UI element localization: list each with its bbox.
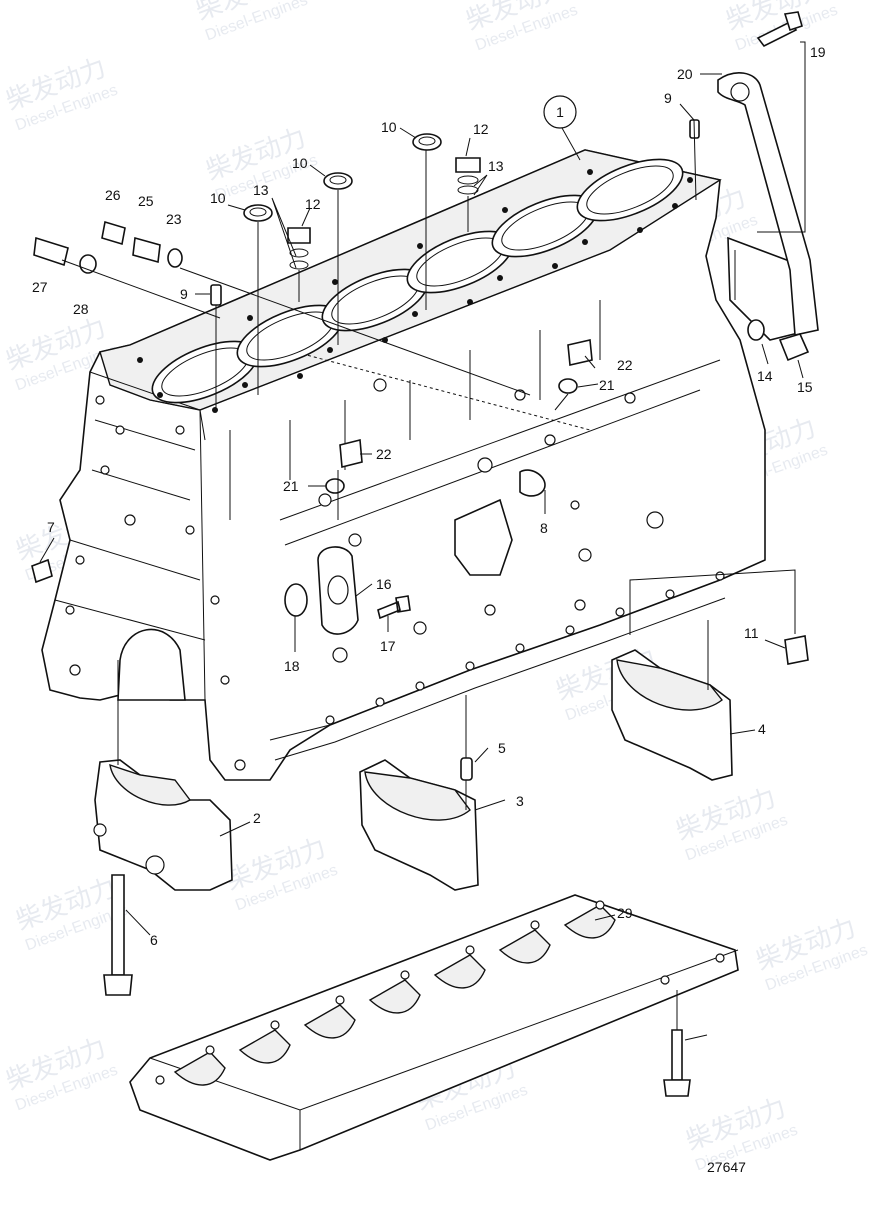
- plug-22-group: [325, 339, 593, 494]
- callout-6: 6: [150, 932, 158, 948]
- bolt-19: [756, 11, 803, 48]
- bearing-cap-4: [611, 649, 733, 781]
- callout-25: 26: [105, 187, 121, 203]
- callout-28: 29: [617, 905, 633, 921]
- callout-27: 28: [73, 301, 89, 317]
- callout-8: 8: [540, 520, 548, 536]
- callout-9-right: 9: [664, 90, 672, 106]
- callout-13-left: 13: [253, 182, 269, 198]
- block-front-face: [54, 371, 206, 701]
- oring-18: [284, 583, 308, 617]
- cover-plate-16-hole: [327, 575, 349, 605]
- bearing-cap-3: [359, 759, 479, 891]
- callout-5: 5: [498, 740, 506, 756]
- callout-14: 14: [757, 368, 773, 384]
- leader-lines: [39, 41, 806, 1041]
- callout-17: 17: [380, 638, 396, 654]
- callout-23: 23: [166, 211, 182, 227]
- callout-18: 18: [284, 658, 300, 674]
- callout-21-right: 21: [599, 377, 615, 393]
- side-cover-window: [454, 498, 513, 576]
- bracket-20-hole: [730, 82, 750, 102]
- pin-9-left: [210, 284, 222, 306]
- seal-10-group: [243, 133, 442, 222]
- oil-gallery-line: [249, 339, 591, 431]
- callout-10-top: 10: [381, 119, 397, 135]
- cylinder-block: [41, 149, 811, 781]
- callout-1: 1: [556, 104, 564, 120]
- callout-22-left: 22: [376, 446, 392, 462]
- callout-9-left: 9: [180, 286, 188, 302]
- callout-11: 11: [744, 625, 759, 641]
- bolt-6: [103, 874, 133, 996]
- plug-7: [31, 558, 53, 584]
- callout-24: 25: [138, 193, 154, 209]
- plug-15: [778, 333, 810, 362]
- callout-10-left: 10: [210, 190, 226, 206]
- callout-labels: 1 19 20 9 10 12 13 10 10 13 12 26 25 23 …: [32, 44, 826, 1175]
- plug-12-group: [287, 157, 481, 270]
- block-pan-rail: [269, 559, 766, 761]
- plug-11: [784, 635, 809, 665]
- fitting-group-23-27: [33, 220, 183, 274]
- callout-15: 15: [797, 379, 813, 395]
- callout-12-left: 12: [305, 196, 321, 212]
- bearing-frame-28: [129, 894, 739, 1161]
- callout-3: 3: [516, 793, 524, 809]
- sleeve-8: [519, 469, 546, 497]
- front-crank-opening: [117, 628, 186, 701]
- callout-4: 4: [758, 721, 766, 737]
- bearing-cap-2: [93, 759, 233, 891]
- callout-2: 2: [253, 810, 261, 826]
- callout-20: 20: [677, 66, 693, 82]
- drawing-number: 27647: [707, 1159, 746, 1175]
- callout-21-left: 21: [283, 478, 299, 494]
- pan-rail-holes: [325, 571, 725, 725]
- callout-22-right: 22: [617, 357, 633, 373]
- callout-19: 19: [810, 44, 826, 60]
- callout-10-mid: 10: [292, 155, 308, 171]
- callout-13-top: 13: [488, 158, 504, 174]
- callout-16: 16: [376, 576, 392, 592]
- callout-12-top: 12: [473, 121, 489, 137]
- washer-14: [747, 319, 765, 341]
- deck-bolt-holes: [137, 169, 693, 413]
- front-face-holes: [65, 395, 246, 771]
- dowel-5: [460, 757, 473, 781]
- side-bosses: [318, 378, 664, 663]
- block-side-ribs: [229, 300, 721, 546]
- bolt-17: [377, 595, 411, 620]
- callout-26: 27: [32, 279, 48, 295]
- bolt-29: [663, 1029, 691, 1097]
- cylinder-bores: [151, 158, 684, 404]
- callout-7: 7: [47, 519, 55, 535]
- main-callout-circle: [543, 95, 577, 129]
